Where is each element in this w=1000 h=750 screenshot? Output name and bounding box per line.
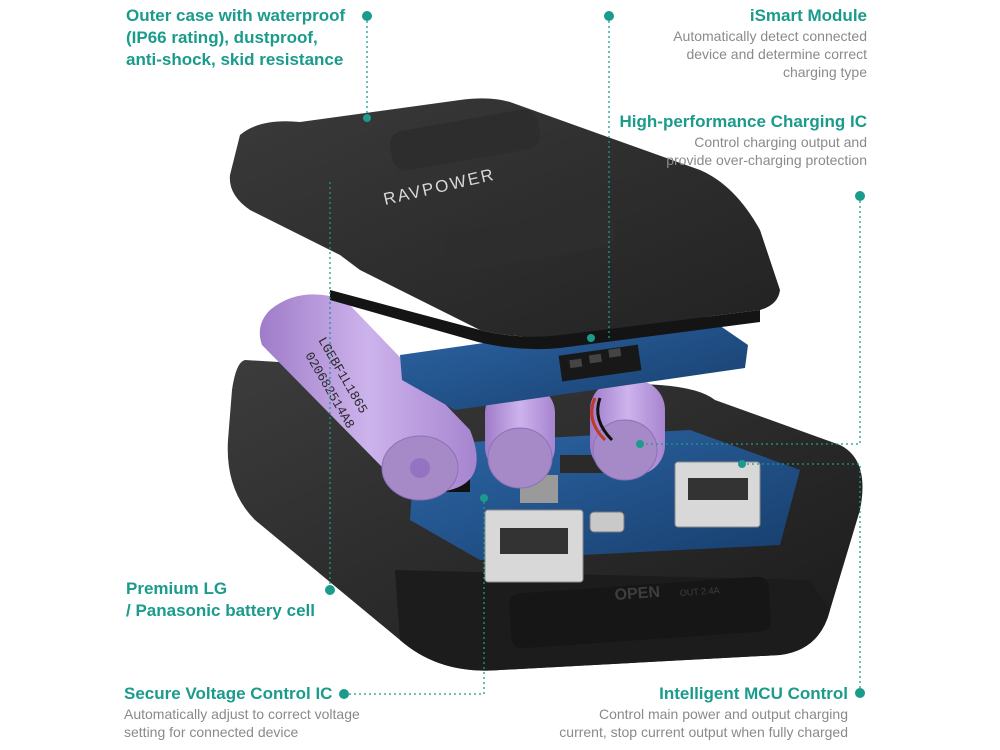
mcu-desc: Control main power and output charging c… xyxy=(559,706,848,740)
callout-charging-ic: High-performance Charging IC Control cha… xyxy=(620,111,867,169)
usb-port-right xyxy=(674,461,761,528)
voltage-ic-title: Secure Voltage Control IC xyxy=(124,684,333,703)
leader-dots xyxy=(325,11,865,699)
voltage-ic-desc: Automatically adjust to correct voltage … xyxy=(124,706,360,740)
callout-ismart-module: iSmart Module Automatically detect conne… xyxy=(673,5,867,81)
top-lid: RAVPOWER xyxy=(229,98,781,350)
callout-mcu-control: Intelligent MCU Control Control main pow… xyxy=(559,683,848,741)
callout-outer-case: Outer case with waterproof (IP66 rating)… xyxy=(126,5,345,71)
callout-voltage-ic: Secure Voltage Control IC Automatically … xyxy=(124,683,360,741)
mcu-title: Intelligent MCU Control xyxy=(659,684,848,703)
control-pcb xyxy=(400,312,748,442)
charging-ic-desc: Control charging output and provide over… xyxy=(666,134,867,168)
usb-port-left xyxy=(484,509,584,583)
charging-ic-title: High-performance Charging IC xyxy=(619,112,867,131)
battery-cells: LGEBF1L1865 020682514A8 xyxy=(259,294,665,501)
micro-usb-port xyxy=(589,511,625,533)
output-label: OUT 2.4A xyxy=(679,585,719,598)
battery-cell-title: Premium LG / Panasonic battery cell xyxy=(126,579,315,620)
outer-case-title: Outer case with waterproof (IP66 rating)… xyxy=(126,6,346,69)
ismart-title: iSmart Module xyxy=(749,6,867,25)
leader-lines xyxy=(329,16,861,695)
callout-battery-cell: Premium LG / Panasonic battery cell xyxy=(126,578,315,622)
open-label: OPEN xyxy=(614,584,660,604)
ismart-desc: Automatically detect connected device an… xyxy=(673,28,867,80)
